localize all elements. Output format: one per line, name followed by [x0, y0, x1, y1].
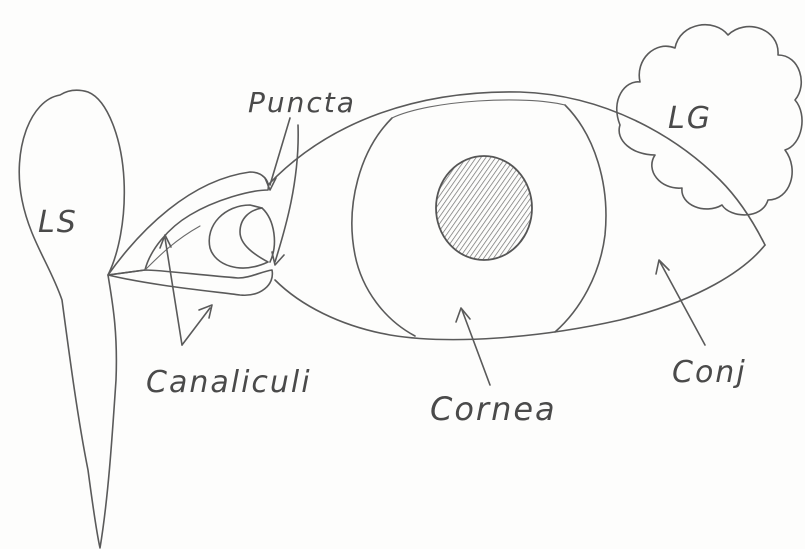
puncta-pointers	[265, 118, 298, 265]
conjunctiva-pointer	[656, 260, 705, 345]
pupil	[436, 156, 532, 260]
label-canaliculi: Canaliculi	[146, 365, 312, 400]
lacrimal-sac	[19, 90, 124, 548]
label-puncta: Puncta	[248, 86, 356, 119]
label-conj: Conj	[672, 355, 747, 390]
label-ls: LS	[38, 205, 78, 240]
cornea-pointer	[456, 308, 490, 385]
label-cornea: Cornea	[430, 390, 557, 428]
label-lg: LG	[668, 101, 712, 136]
canaliculi	[108, 172, 274, 295]
